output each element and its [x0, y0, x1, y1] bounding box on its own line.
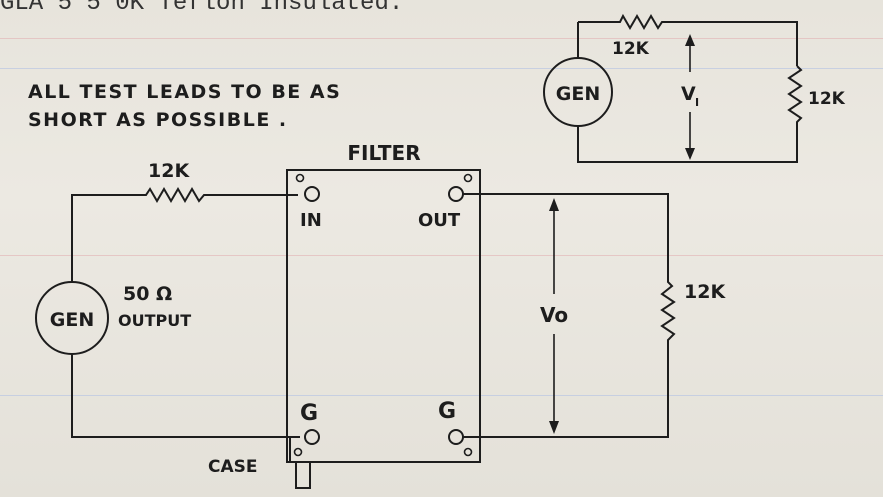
case-lead [289, 437, 311, 489]
note-line-1: ALL TEST LEADS TO BE AS [28, 81, 341, 103]
typed-header: GLA 5 5 0K Teflon Insulated. [0, 0, 403, 17]
in-label: IN [300, 210, 322, 231]
main-series-wire [71, 187, 298, 282]
out-mount-hole [463, 173, 473, 183]
in-mount-hole [295, 173, 305, 183]
g-right-mount-hole [463, 447, 473, 457]
reference-circuit: GEN 12K 12K V I [543, 13, 846, 163]
ref-generator-label: GEN [556, 83, 600, 105]
main-circuit: GEN 50 Ω OUTPUT 12K FILTER IN OUT G G CA… [35, 141, 726, 489]
ref-series-resistor-label: 12K [612, 39, 650, 59]
g-right-label: G [438, 399, 456, 424]
g-right-terminal [448, 429, 464, 445]
filter-label: FILTER [347, 141, 420, 165]
case-label: CASE [208, 457, 258, 477]
main-generator-label: GEN [50, 309, 94, 331]
case-mount-hole [293, 447, 303, 457]
note-line-2: SHORT AS POSSIBLE . [28, 109, 288, 131]
out-terminal [448, 186, 464, 202]
main-generator-symbol [35, 281, 109, 355]
main-series-resistor-label: 12K [148, 160, 190, 182]
ref-top-wire [578, 13, 798, 66]
g-left-label: G [300, 401, 318, 426]
vo-label: Vo [540, 303, 568, 327]
vi-subscript: I [695, 96, 699, 109]
ref-generator-symbol [543, 57, 613, 127]
main-load-resistor-label: 12K [684, 281, 726, 303]
ref-load-resistor-label: 12K [808, 89, 846, 109]
in-terminal [304, 186, 320, 202]
vi-label: V [681, 83, 696, 105]
generator-impedance-caption: OUTPUT [118, 311, 191, 330]
g-left-terminal [304, 429, 320, 445]
output-load-resistor [463, 193, 676, 438]
out-label: OUT [418, 210, 461, 231]
filter-box [286, 169, 481, 463]
ref-load-resistor [577, 65, 803, 163]
generator-impedance: 50 Ω [123, 283, 172, 305]
main-ground-wire-left [71, 354, 300, 438]
